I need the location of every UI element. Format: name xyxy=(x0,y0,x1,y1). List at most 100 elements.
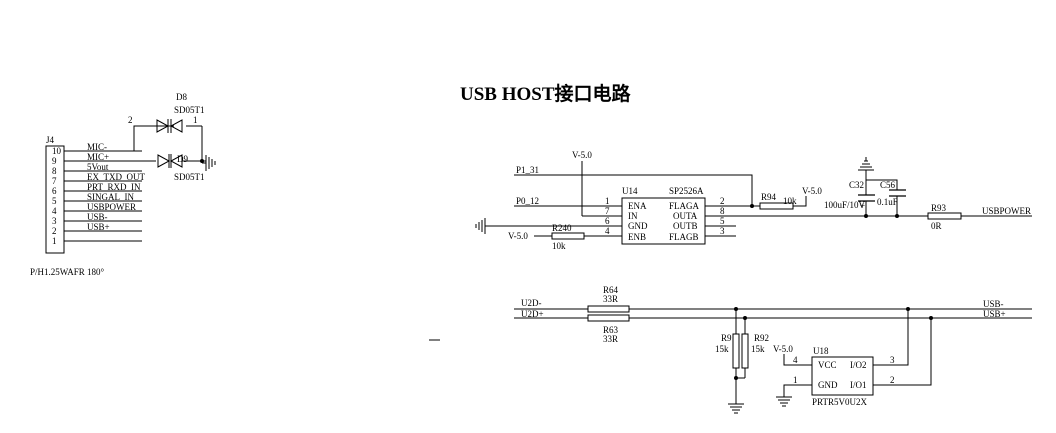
u14-pin1-num: 1 xyxy=(605,196,610,206)
r92-ref: R92 xyxy=(754,333,769,343)
diode-ground xyxy=(200,126,216,171)
u14-pin7-name: IN xyxy=(628,211,638,221)
connector-pin-row: 4 USBPOWER xyxy=(52,202,142,216)
diode-d8-pin-b: 1 xyxy=(193,115,198,125)
r64-value: 33R xyxy=(603,294,618,304)
u14-pin2-num: 2 xyxy=(720,196,725,206)
connector-pin-net: USB+ xyxy=(87,222,110,232)
u18-ref: U18 xyxy=(813,346,829,356)
r64-ref: R64 xyxy=(603,285,619,295)
connector-pin-row: 10 MIC- xyxy=(52,142,142,156)
u18-part: PRTR5V0U2X xyxy=(812,397,867,407)
net-v5-a: V-5.0 xyxy=(572,150,592,160)
resistor-r9: R9 15k xyxy=(715,309,740,378)
r94-value: 10k xyxy=(783,196,797,206)
switch-ic-u14: U14 SP2526A 1 ENA 7 IN 6 GND 4 ENB FLAGA… xyxy=(598,186,736,245)
r63-ref: R63 xyxy=(603,325,619,335)
page-title: USB HOST接口电路 xyxy=(460,82,632,105)
r93-ref: R93 xyxy=(931,203,947,213)
diode-d8-symbol xyxy=(156,119,170,133)
connector-pin-number: 7 xyxy=(52,176,57,186)
u14-pin5-name: OUTB xyxy=(673,221,698,231)
r240-ref: R240 xyxy=(552,223,572,233)
connector-pin-number: 3 xyxy=(52,216,57,226)
connector-pin-row: 7 EX_TXD_OUT xyxy=(52,172,145,186)
connector-ref: J4 xyxy=(46,135,55,145)
net-v5-d: V-5.0 xyxy=(773,344,793,354)
r92-body xyxy=(741,333,749,369)
ground-symbol-u18 xyxy=(776,396,792,407)
u14-pin2-name: FLAGA xyxy=(669,201,700,211)
diode-d9-symbol xyxy=(157,154,171,168)
connector-pin-net: USB- xyxy=(87,212,108,222)
u14-pin1-name: ENA xyxy=(628,201,647,211)
r9-ref: R9 xyxy=(721,333,732,343)
resistor-r92: R92 15k xyxy=(741,318,769,378)
net-v5-b: V-5.0 xyxy=(508,231,528,241)
net-u2d-minus: U2D- xyxy=(521,298,542,308)
resistor-r64: R64 33R xyxy=(587,285,630,313)
u14-pin6-num: 6 xyxy=(605,216,610,226)
connector-pin-net: USBPOWER xyxy=(87,202,136,212)
u14-pin7-num: 7 xyxy=(605,206,610,216)
r93-body xyxy=(927,212,962,220)
capacitor-c32: C32 100uF/10V + xyxy=(824,170,875,216)
resistor-r94: R94 10k xyxy=(736,192,807,210)
net-p0-12: P0_12 xyxy=(516,196,539,206)
r64-body xyxy=(587,305,630,313)
u18-pin1-name: GND xyxy=(818,380,838,390)
u18-pin2-num: 2 xyxy=(890,375,895,385)
u18-pin1-num: 1 xyxy=(793,375,798,385)
u14-part: SP2526A xyxy=(669,186,704,196)
r9-body xyxy=(732,333,740,369)
connector-pin-number: 10 xyxy=(52,146,62,156)
u14-ref: U14 xyxy=(622,186,638,196)
diode-d9: D9 SD05T1 xyxy=(142,154,206,182)
connector-part: P/H1.25WAFR 180° xyxy=(30,267,105,277)
u14-pin6-name: GND xyxy=(628,221,648,231)
tvs-ic-u18: U18 PRTR5V0U2X 4 VCC 1 GND I/O2 3 I/O1 2 xyxy=(783,309,932,407)
capacitor-c56: C56 0.1uF xyxy=(866,179,906,216)
connector-pin-number: 8 xyxy=(52,166,57,176)
u18-pin3-name: I/O2 xyxy=(850,360,867,370)
r94-ref: R94 xyxy=(761,192,777,202)
r63-body xyxy=(587,314,630,322)
connector-pin-number: 4 xyxy=(52,206,57,216)
connector-pin-net: EX_TXD_OUT xyxy=(87,172,145,182)
c32-polarity: + xyxy=(860,201,865,211)
u14-pin4-num: 4 xyxy=(605,226,610,236)
resistor-r63: R63 33R xyxy=(587,314,630,344)
connector-pin-number: 1 xyxy=(52,236,57,246)
connector-pin-net: MIC+ xyxy=(87,152,109,162)
u14-pin3-name: FLAGB xyxy=(669,232,699,242)
u18-body xyxy=(811,356,874,396)
ground-symbol-c32 xyxy=(858,157,874,171)
connector-pin-net: SINGAL_IN xyxy=(87,192,134,202)
u14-pin3-num: 3 xyxy=(720,226,725,236)
resistor-r240: R240 10k xyxy=(551,223,598,251)
r93-value: 0R xyxy=(931,221,942,231)
ground-symbol-u14 xyxy=(475,218,612,234)
r92-value: 15k xyxy=(751,344,765,354)
u14-pin4-name: ENB xyxy=(628,232,646,242)
diode-d8: D8 SD05T1 2 1 xyxy=(128,92,205,152)
connector-pin-row: 1 xyxy=(52,236,142,246)
ground-symbol-r9 xyxy=(728,378,744,414)
net-usb-minus: USB- xyxy=(983,299,1004,309)
connector-pin-net: MIC- xyxy=(87,142,107,152)
connector-pin-net: PRT_RXD_IN xyxy=(87,182,141,192)
u18-pin4-name: VCC xyxy=(818,360,837,370)
c32-value: 100uF/10V xyxy=(824,200,866,210)
u14-pin8-name: OUTA xyxy=(673,211,698,221)
net-v5-c: V-5.0 xyxy=(802,186,822,196)
c32-ref: C32 xyxy=(849,180,864,190)
net-u2d-plus: U2D+ xyxy=(521,309,544,319)
diode-d9-ref: D9 xyxy=(177,154,188,164)
